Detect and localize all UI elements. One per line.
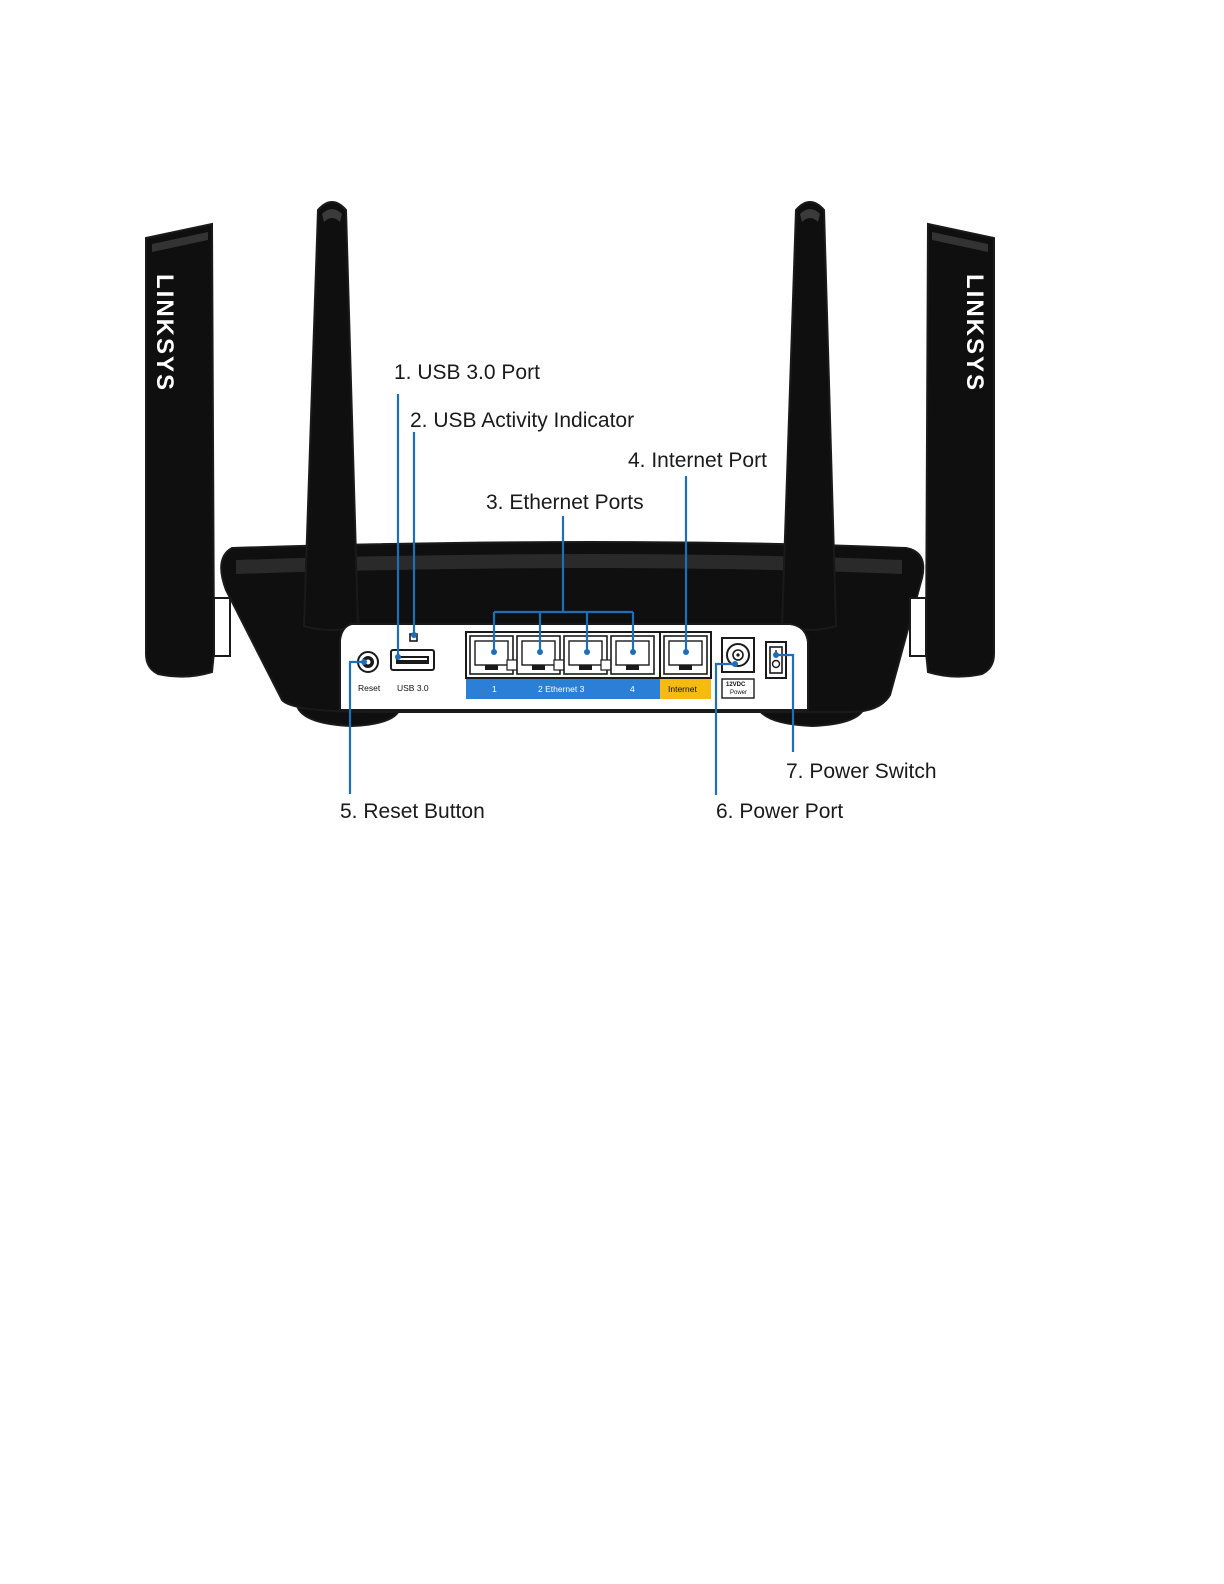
panel-label-dc-power: Power bbox=[730, 690, 747, 696]
leader-dot bbox=[491, 649, 497, 655]
panel-label-dc-volt: 12VDC bbox=[726, 682, 746, 688]
router-side-grip-right bbox=[910, 598, 926, 656]
callout-internet-port: 4. Internet Port bbox=[628, 449, 767, 472]
antenna-side-right: LINKSYS bbox=[926, 224, 994, 677]
power-port[interactable] bbox=[722, 638, 754, 672]
brand-logo-right: LINKSYS bbox=[961, 274, 988, 392]
panel-label-eth1: 1 bbox=[492, 684, 497, 694]
leader-dot bbox=[537, 649, 543, 655]
antenna-side-left: LINKSYS bbox=[146, 224, 214, 677]
leader-dot bbox=[584, 649, 590, 655]
power-switch[interactable] bbox=[766, 642, 786, 678]
panel-label-internet: Internet bbox=[668, 684, 697, 694]
panel-label-eth4: 4 bbox=[630, 684, 635, 694]
leader-dot bbox=[411, 632, 417, 638]
leader-dot bbox=[395, 654, 401, 660]
leader-dot bbox=[732, 661, 738, 667]
rear-panel: Reset USB 3.0 bbox=[340, 624, 808, 710]
leader-dot bbox=[361, 659, 367, 665]
antenna-vertical-left bbox=[304, 202, 358, 630]
callout-usb-activity: 2. USB Activity Indicator bbox=[410, 409, 634, 432]
panel-label-eth-mid: 2 Ethernet 3 bbox=[538, 684, 585, 694]
callout-ethernet-ports: 3. Ethernet Ports bbox=[486, 491, 644, 514]
leader-dot bbox=[773, 652, 779, 658]
callout-usb-port: 1. USB 3.0 Port bbox=[394, 361, 540, 384]
panel-label-reset: Reset bbox=[358, 683, 381, 693]
leader-dot bbox=[683, 649, 689, 655]
callout-power-switch: 7. Power Switch bbox=[786, 760, 937, 783]
leader-dot bbox=[630, 649, 636, 655]
brand-logo-left: LINKSYS bbox=[151, 274, 178, 392]
router-side-grip-left bbox=[214, 598, 230, 656]
panel-label-usb: USB 3.0 bbox=[397, 683, 429, 693]
callout-power-port: 6. Power Port bbox=[716, 800, 843, 823]
antenna-vertical-right bbox=[782, 202, 836, 630]
callout-reset-button: 5. Reset Button bbox=[340, 800, 485, 823]
